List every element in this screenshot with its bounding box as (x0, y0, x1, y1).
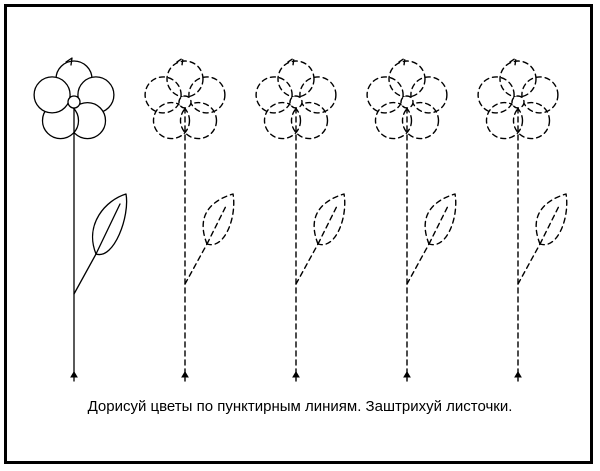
leaf-branch (295, 243, 319, 285)
leaf (202, 193, 235, 246)
flower-center (400, 95, 414, 109)
flower-tracing-icon (477, 57, 568, 382)
petal (290, 101, 329, 140)
petal (188, 76, 226, 114)
arrow-up-icon (181, 371, 189, 378)
flower-row (33, 57, 568, 382)
leaf-vein (539, 203, 561, 245)
trace-start-arrow (398, 57, 406, 66)
petal (477, 76, 515, 114)
worksheet-drawing (33, 57, 568, 382)
flower-tracing-icon (366, 57, 457, 382)
leaf-vein (428, 203, 450, 245)
flower-tracing-icon (255, 57, 346, 382)
petal (521, 76, 559, 114)
leaf-branch (73, 253, 97, 295)
petal (33, 76, 71, 114)
petal (263, 101, 302, 140)
petal (485, 101, 524, 140)
leaf-branch (517, 243, 541, 285)
leaf-branch (184, 243, 208, 285)
petal (410, 76, 448, 114)
leaf (91, 193, 128, 256)
leaf-vein (317, 203, 339, 245)
flower-center (178, 95, 192, 109)
arrow-up-icon (292, 371, 300, 378)
leaf (313, 193, 346, 246)
leaf-branch (406, 243, 430, 285)
arrow-up-icon (70, 371, 78, 378)
leaf-vein (95, 203, 121, 255)
flower-center (67, 95, 81, 109)
petal (401, 101, 440, 140)
flower-center (289, 95, 303, 109)
trace-start-arrow (287, 57, 295, 66)
petal (179, 101, 218, 140)
flower-tracing-icon (144, 57, 235, 382)
petal (299, 76, 337, 114)
leaf (535, 193, 568, 246)
petal (374, 101, 413, 140)
instruction-text: Дорисуй цветы по пунктирным линиям. Зашт… (87, 398, 513, 415)
flower-example-icon (33, 57, 128, 382)
leaf-vein (206, 203, 228, 245)
petal (366, 76, 404, 114)
trace-start-arrow (176, 57, 184, 66)
flower-center (511, 95, 525, 109)
trace-start-arrow (509, 57, 517, 66)
petal (152, 101, 191, 140)
leaf (424, 193, 457, 246)
trace-start-arrow (65, 57, 73, 66)
arrow-up-icon (403, 371, 411, 378)
petal (144, 76, 182, 114)
arrow-up-icon (514, 371, 522, 378)
petal (255, 76, 293, 114)
petal (512, 101, 551, 140)
